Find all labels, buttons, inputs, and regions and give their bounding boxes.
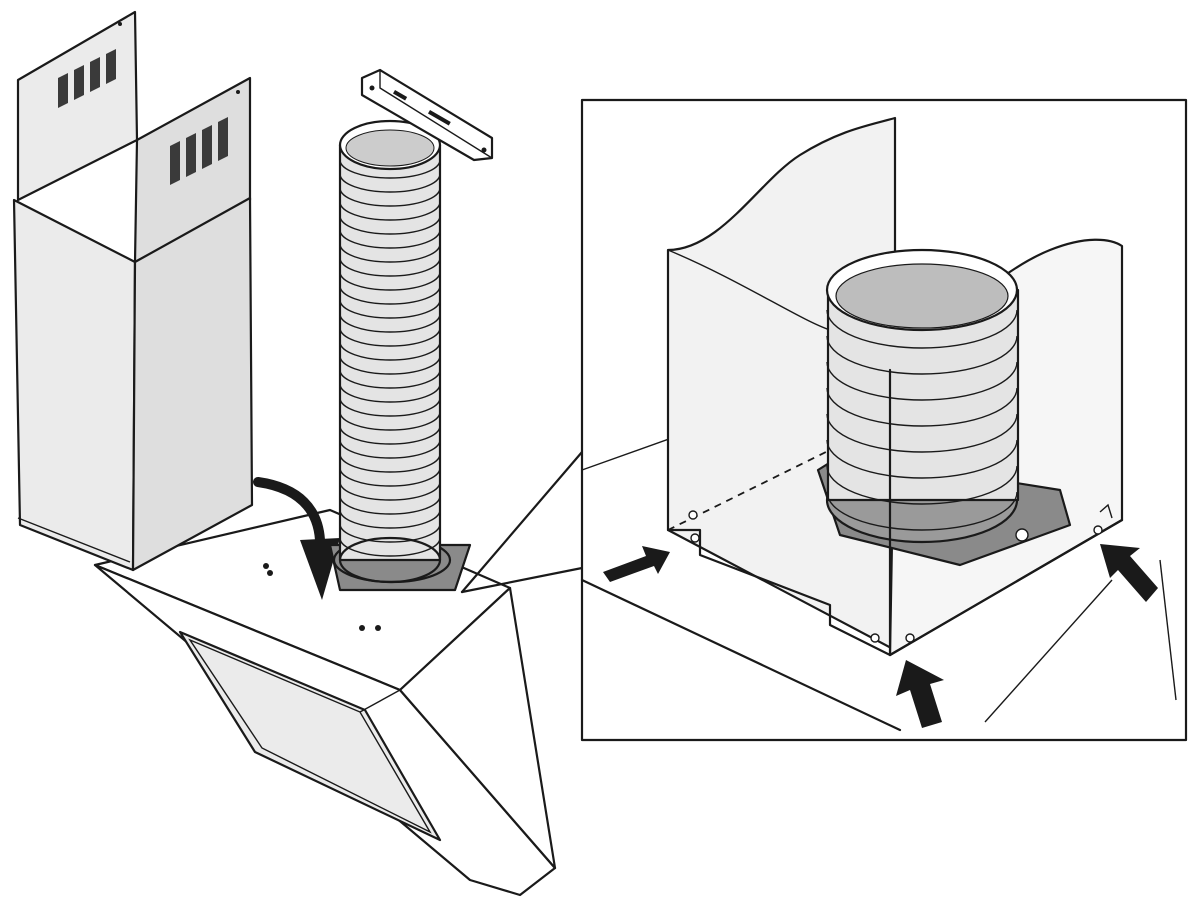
duct-rib	[339, 201, 441, 221]
duct-rib	[339, 439, 441, 459]
duct-rib	[339, 313, 441, 333]
arrow-icon	[603, 546, 670, 582]
duct-rib	[826, 413, 1018, 453]
detail-inset	[580, 98, 1188, 742]
duct-rib	[339, 341, 441, 361]
screw-hole	[267, 570, 273, 576]
duct-rib	[826, 361, 1018, 401]
duct-rib	[339, 173, 441, 193]
callout-lines	[460, 450, 584, 594]
duct-rib	[339, 411, 441, 431]
duct-rib	[339, 495, 441, 515]
duct-rib	[339, 383, 441, 403]
wall-bracket	[360, 68, 494, 162]
lower-chimney-side	[131, 196, 254, 572]
glass-panel	[178, 630, 442, 842]
duct-rib	[339, 537, 441, 557]
screw-hole	[263, 563, 269, 569]
duct-rib	[339, 159, 441, 179]
duct-rib	[339, 243, 441, 263]
duct-rib	[339, 187, 441, 207]
duct-rib	[339, 215, 441, 235]
screw-hole	[359, 625, 365, 631]
duct-rib	[826, 491, 1018, 531]
duct-rib	[826, 387, 1018, 427]
upper-chimney-left	[16, 10, 139, 202]
duct-rib	[339, 453, 441, 473]
duct-rib	[339, 425, 441, 445]
duct-rib	[339, 271, 441, 291]
duct-rib	[339, 299, 441, 319]
duct-rib	[339, 467, 441, 487]
duct-rib	[339, 397, 441, 417]
arrow-icon	[253, 477, 340, 600]
lower-chimney-front	[12, 198, 137, 572]
duct-rib	[339, 369, 441, 389]
duct-rib	[339, 285, 441, 305]
duct-rib	[339, 257, 441, 277]
vent-slots	[58, 49, 228, 185]
arrow-icon	[896, 660, 944, 728]
duct-rib	[826, 309, 1018, 349]
arrow-icon	[1100, 544, 1158, 602]
duct-rib	[826, 439, 1018, 479]
duct-rib	[339, 523, 441, 543]
duct-rib	[339, 355, 441, 375]
screw-hole	[375, 625, 381, 631]
duct-rib	[339, 481, 441, 501]
duct-rib	[826, 335, 1018, 375]
flexible-duct	[328, 119, 472, 592]
duct-rib	[339, 229, 441, 249]
duct-rib	[826, 465, 1018, 505]
duct-rib	[339, 509, 441, 529]
chimney-covers	[12, 10, 254, 572]
duct-rib	[339, 327, 441, 347]
